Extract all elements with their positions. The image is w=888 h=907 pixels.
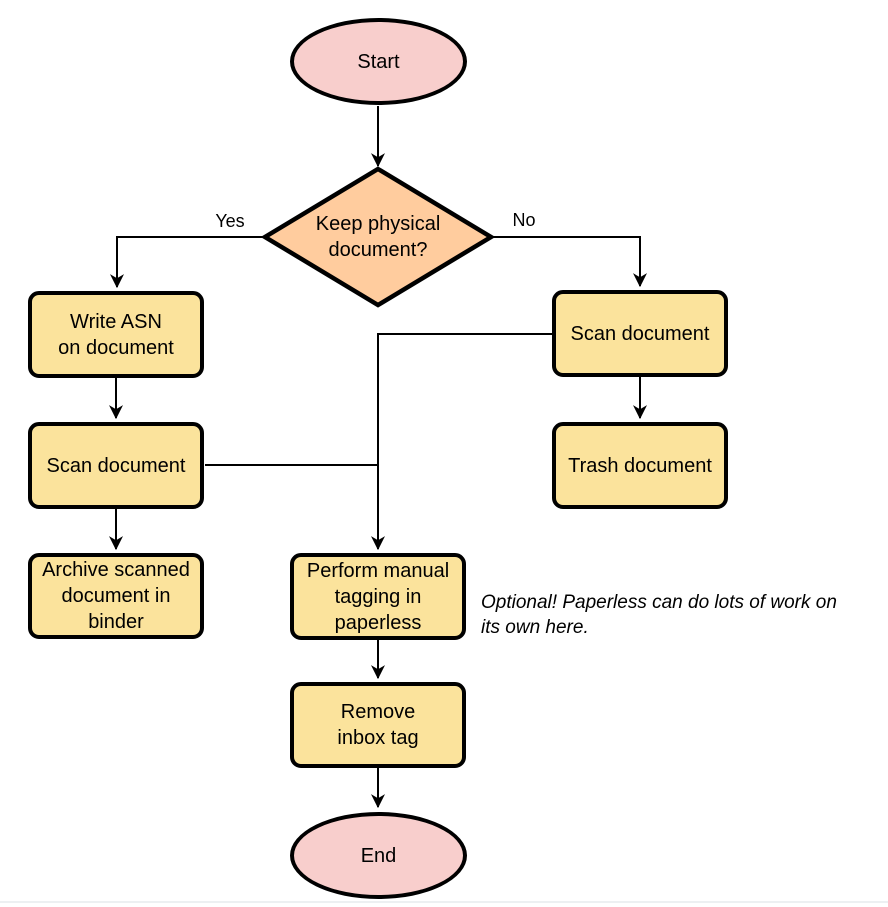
bottom-edge-line — [0, 901, 888, 903]
node-archive-binder: Archive scanned document in binder — [28, 553, 204, 639]
node-trash-document: Trash document — [552, 422, 728, 509]
node-remove-inbox-tag: Remove inbox tag — [290, 682, 466, 768]
node-scan-document-right-label: Scan document — [570, 322, 710, 345]
edge-label-yes: Yes — [215, 211, 245, 231]
node-remove-inbox-tag-label: Remove inbox tag — [337, 701, 419, 749]
node-scan-document-right: Scan document — [552, 290, 728, 377]
optional-note: Optional! Paperless can do lots of work … — [481, 592, 837, 638]
node-start-label: Start — [357, 50, 400, 73]
node-manual-tagging-label: Perform manual tagging in paperless — [306, 559, 450, 634]
decision-diamond-shape — [260, 166, 496, 308]
node-scan-document-left: Scan document — [28, 422, 204, 509]
node-end: End — [290, 812, 467, 899]
node-archive-binder-label: Archive scanned document in binder — [42, 559, 190, 633]
edge-label-no: No — [512, 210, 536, 230]
node-write-asn: Write ASN on document — [28, 291, 204, 378]
node-manual-tagging: Perform manual tagging in paperless — [290, 553, 466, 640]
edge-decision-no-to-scan-right — [492, 236, 647, 288]
node-start: Start — [290, 18, 467, 105]
node-decision-label: Keep physical document? — [315, 213, 441, 261]
node-scan-document-left-label: Scan document — [46, 454, 186, 477]
node-decision: Keep physical document? — [260, 164, 496, 310]
node-write-asn-label: Write ASN on document — [58, 310, 174, 359]
edge-decision-yes-to-write-asn — [110, 236, 264, 289]
node-end-label: End — [360, 844, 397, 867]
edge-scan-right-to-tagging — [371, 333, 552, 551]
node-trash-document-label: Trash document — [568, 454, 712, 477]
